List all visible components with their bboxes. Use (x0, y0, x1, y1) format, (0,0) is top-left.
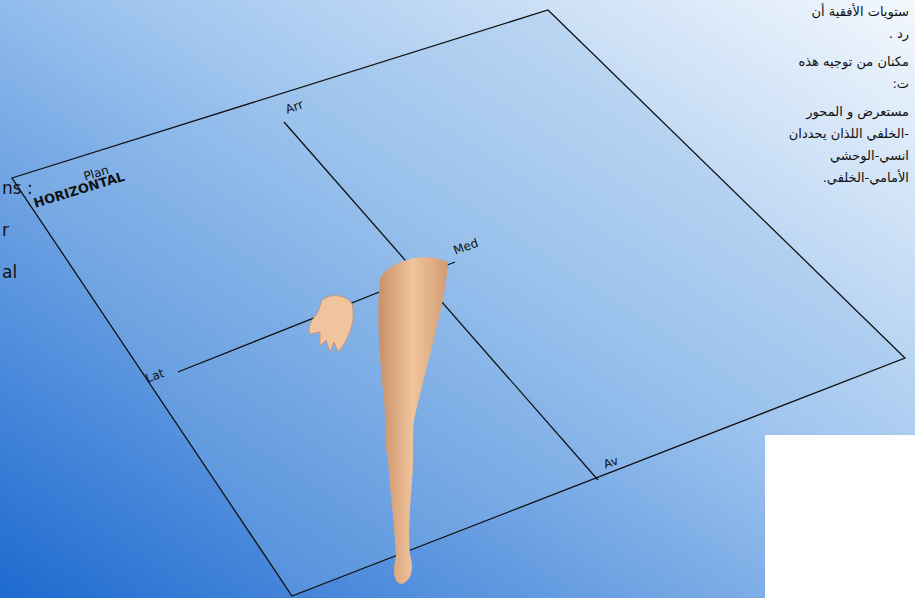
leg-figure (378, 257, 448, 584)
arabic-text: ت: (892, 76, 909, 91)
axis-label: Av (602, 453, 621, 471)
axis-label: Arr (284, 97, 306, 116)
arabic-text: مكنان من توجيه هذه (798, 54, 909, 69)
axis-label: Lat (144, 366, 166, 386)
arabic-text: -الخلفي اللذان يحددان (789, 126, 909, 141)
white-panel (765, 435, 915, 598)
arabic-text: مستعرض و المحور (806, 104, 909, 119)
side-text: ns : (2, 178, 33, 198)
arabic-text: الأمامي-الخلفي. (823, 170, 909, 185)
side-text: al (2, 262, 17, 282)
arabic-text: انسي-الوحشي (830, 148, 909, 163)
side-text: r (2, 220, 9, 240)
hand-figure (309, 296, 353, 352)
plane-title: HORIZONTAL (32, 169, 127, 211)
arabic-text: رد . (889, 26, 909, 41)
axis-label: Med (452, 236, 481, 258)
arabic-text: ستويات الأفقية أن (812, 4, 909, 19)
